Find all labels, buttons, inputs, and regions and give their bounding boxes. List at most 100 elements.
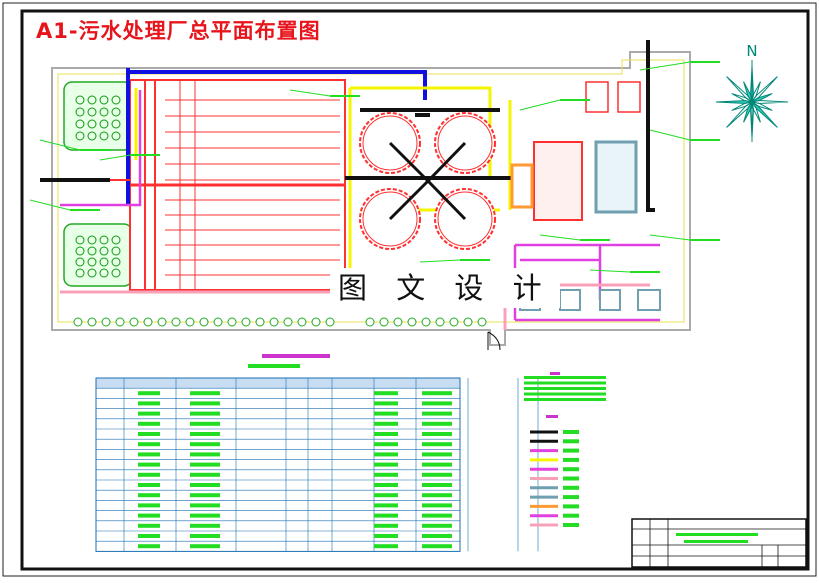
table-cell-fill xyxy=(190,544,220,549)
tree xyxy=(143,317,153,327)
inner-frame xyxy=(20,9,810,571)
notes-line xyxy=(524,387,606,390)
table-cell-fill xyxy=(138,452,160,457)
clarifier-inner-ring xyxy=(437,191,493,247)
compass-ray xyxy=(743,81,753,103)
tree xyxy=(393,317,403,327)
tree xyxy=(73,317,83,327)
tree xyxy=(87,246,97,256)
table-cell-fill xyxy=(374,503,398,508)
table-cell-fill xyxy=(374,442,398,447)
watermark-text: 图 文 设 计 xyxy=(330,268,560,308)
tree xyxy=(111,246,121,256)
legend-label-mark xyxy=(563,448,579,453)
drawing-title: A1-污水处理厂总平面布置图 xyxy=(36,19,321,43)
tree xyxy=(379,317,389,327)
table-cell-fill xyxy=(190,493,220,498)
pipe-legend xyxy=(524,372,606,527)
table-cell-fill xyxy=(374,401,398,406)
table-cell-fill xyxy=(138,391,160,396)
tree xyxy=(87,268,97,278)
clarifier-inner-ring xyxy=(437,115,493,171)
tree xyxy=(311,317,321,327)
pipe-yellow xyxy=(134,86,512,290)
tree xyxy=(407,317,417,327)
table-cell-fill xyxy=(190,391,220,396)
upper-unit-2 xyxy=(617,81,641,113)
table-cell-fill xyxy=(422,523,452,528)
tree xyxy=(87,235,97,245)
tree xyxy=(99,107,109,117)
clarifier-inner-ring xyxy=(362,115,418,171)
table-cell-fill xyxy=(374,513,398,518)
tree xyxy=(129,317,139,327)
pipe-blue xyxy=(126,68,427,205)
clarifier-group xyxy=(359,112,496,250)
tree xyxy=(75,107,85,117)
table-cell-fill xyxy=(138,523,160,528)
tree-row-group xyxy=(73,95,487,327)
table-cell-fill xyxy=(422,534,452,538)
table-cell-fill xyxy=(138,411,160,416)
legend-label-mark xyxy=(563,495,579,500)
tree xyxy=(99,131,109,141)
tree xyxy=(99,268,109,278)
notes-line xyxy=(524,398,606,401)
annotation-leader xyxy=(99,154,131,161)
title-block-name-mark xyxy=(684,540,748,543)
table-cell-fill xyxy=(190,442,220,447)
table-cell-fill xyxy=(138,534,160,538)
gate-arc xyxy=(487,331,501,351)
table-cell-fill xyxy=(422,472,452,477)
table-cell-fill xyxy=(374,472,398,477)
tree xyxy=(75,131,85,141)
clarifier-pipe xyxy=(388,179,430,221)
tree xyxy=(157,317,167,327)
tree xyxy=(111,268,121,278)
table-cell-fill xyxy=(190,513,220,518)
table-cell-fill xyxy=(190,421,220,426)
table-cell-fill xyxy=(190,483,220,487)
table-caption-mark xyxy=(262,354,330,358)
annotation-leader xyxy=(39,139,81,151)
tree xyxy=(111,131,121,141)
tree xyxy=(463,317,473,327)
tree xyxy=(87,107,97,117)
table-cell-fill xyxy=(422,513,452,518)
legend-label-mark xyxy=(563,504,579,509)
legend-label-mark xyxy=(563,457,579,462)
notes-heading-mark xyxy=(550,372,560,375)
table-cell-fill xyxy=(190,401,220,406)
tree xyxy=(435,317,445,327)
lower-unit-3 xyxy=(599,289,621,311)
tree xyxy=(75,95,85,105)
table-subtitle-mark xyxy=(248,364,300,368)
tree xyxy=(365,317,375,327)
structures-table xyxy=(95,354,539,552)
table-cell-fill xyxy=(190,534,220,538)
table-cell-fill xyxy=(190,472,220,477)
annotation-leader xyxy=(419,259,461,263)
table-cell-fill xyxy=(374,534,398,538)
tank-lanes xyxy=(165,80,340,290)
table-cell-fill xyxy=(190,462,220,467)
tree xyxy=(241,317,251,327)
table-cell-fill xyxy=(138,401,160,406)
tree xyxy=(115,317,125,327)
legend-label-mark xyxy=(563,485,579,490)
table-cell-fill xyxy=(374,391,398,396)
clarifier-inner-ring xyxy=(362,191,418,247)
tree xyxy=(87,131,97,141)
table-cell-fill xyxy=(190,452,220,457)
clarifier-pipe xyxy=(426,141,467,183)
annotation-leader xyxy=(589,269,631,273)
tree xyxy=(99,257,109,267)
title-block xyxy=(631,518,807,568)
table-cell-fill xyxy=(374,483,398,487)
inner-road xyxy=(57,59,685,323)
table-cell-fill xyxy=(374,452,398,457)
table-cell-fill xyxy=(374,544,398,549)
tree xyxy=(99,119,109,129)
orange-unit xyxy=(510,163,534,209)
